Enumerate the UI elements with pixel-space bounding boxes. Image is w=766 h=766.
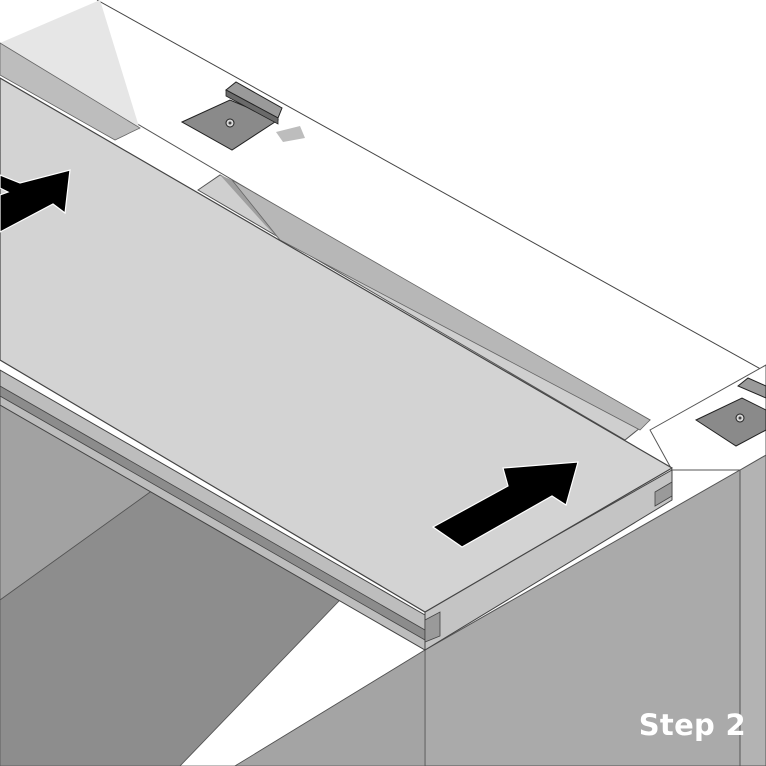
fastening-clip bbox=[694, 377, 766, 447]
board-end-groove bbox=[424, 611, 441, 643]
gap-strip bbox=[0, 0, 140, 130]
gap-strip-shadow bbox=[0, 42, 141, 141]
channel-floor bbox=[231, 179, 651, 431]
step-label: Step 2 bbox=[638, 708, 746, 742]
lower-joist-side bbox=[234, 649, 426, 766]
push-arrow bbox=[0, 169, 71, 233]
frame-edge-line bbox=[96, 0, 766, 373]
board-end-groove bbox=[654, 481, 673, 507]
push-arrow bbox=[431, 461, 579, 548]
fastening-clip bbox=[180, 81, 305, 151]
recessed-channel-wall bbox=[220, 175, 280, 240]
deck-board-top bbox=[0, 77, 674, 613]
